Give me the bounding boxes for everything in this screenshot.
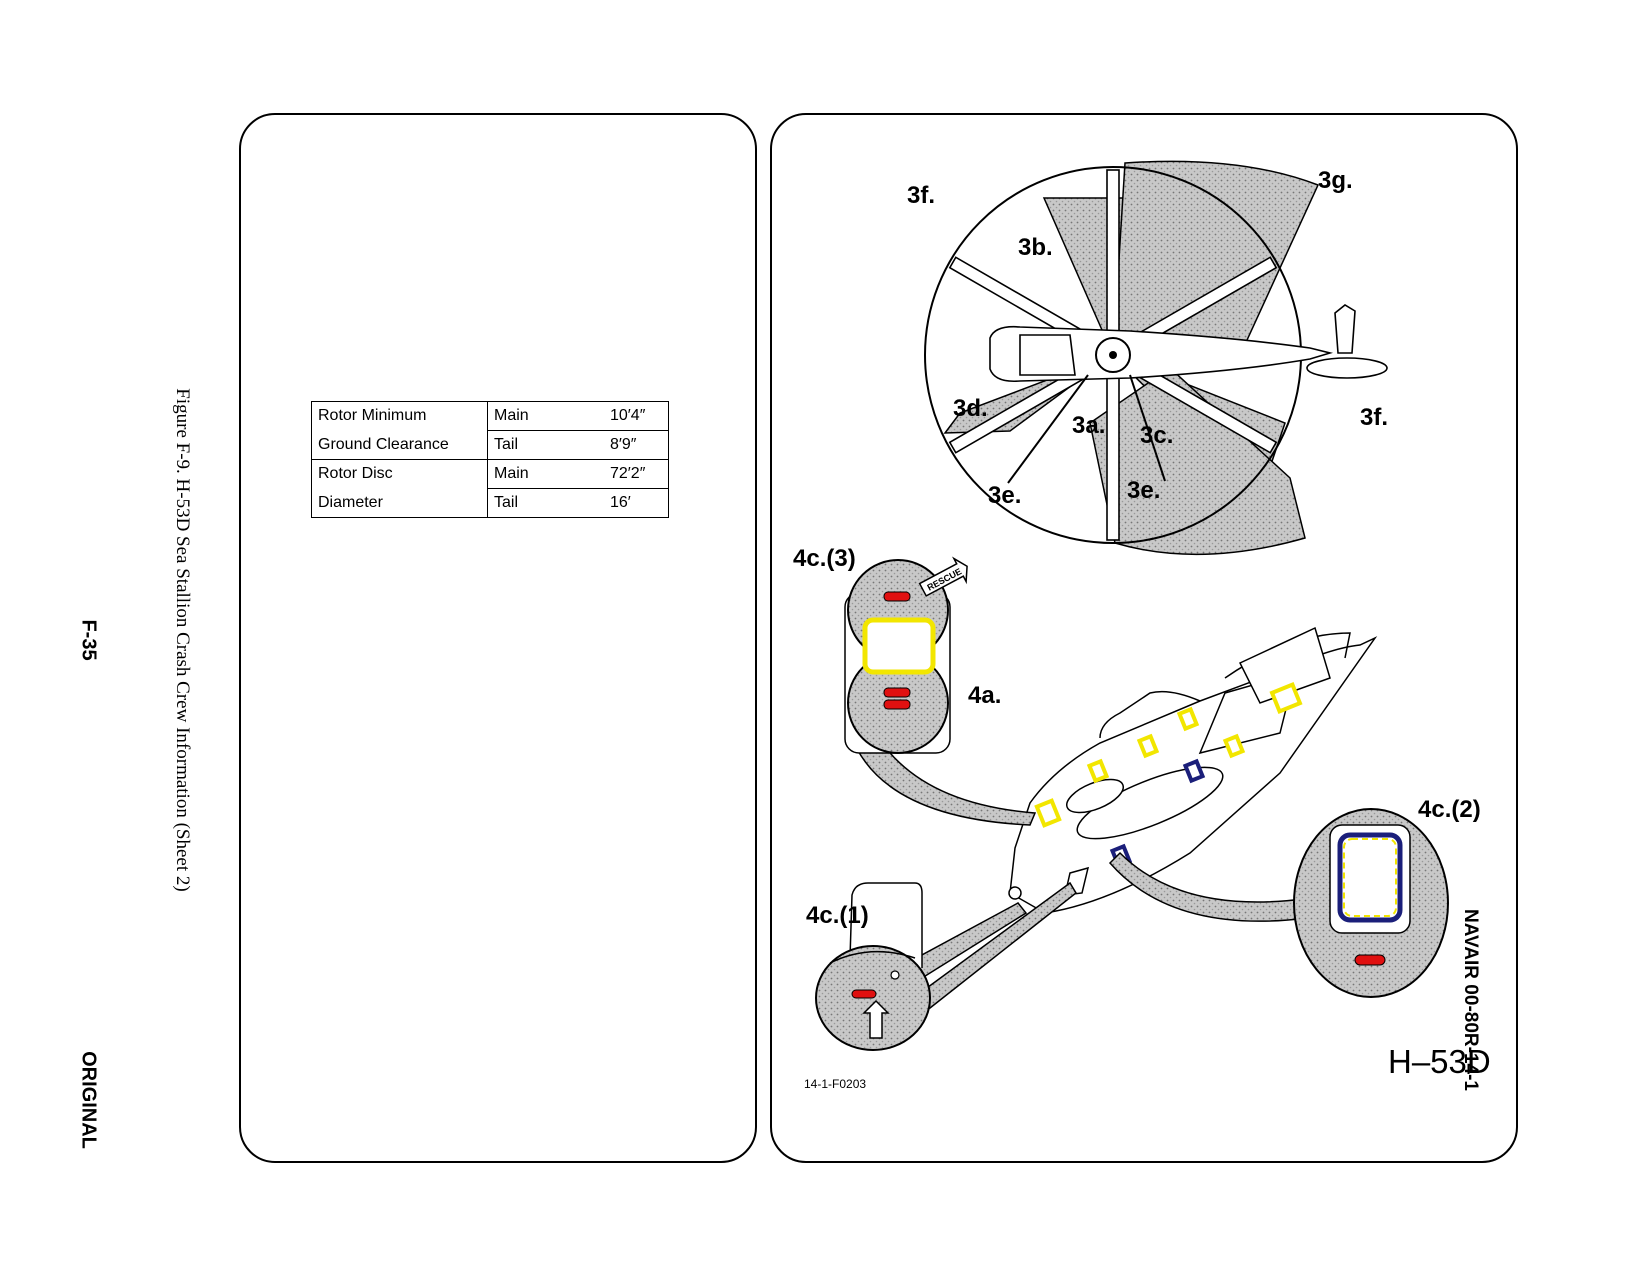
exit-window-blue [1337, 832, 1403, 923]
table-cell-rotor: Tail [487, 430, 604, 460]
label-3f: 3f. [1360, 404, 1388, 431]
rescue-arrow [862, 999, 890, 1039]
rotor-specs-table: Rotor Minimum Main 10′4″ Ground Clearanc… [311, 401, 669, 518]
table-cell-value: 72′2″ [604, 459, 669, 489]
left-panel [239, 113, 757, 1163]
exit-window-yellow [1176, 706, 1200, 732]
tail-fin [1334, 304, 1356, 354]
fuselage-top-view [989, 304, 1388, 383]
table-cell-label: Rotor Disc [311, 459, 488, 489]
table-row: Rotor Minimum Main 10′4″ [311, 401, 669, 431]
exit-window-yellow [1034, 798, 1062, 828]
exit-window-yellow [1222, 733, 1246, 759]
exit-window-yellow [862, 617, 936, 675]
danger-zone-3g [1112, 160, 1320, 356]
label-3d: 3d. [953, 395, 988, 422]
table-cell-label: Rotor Minimum [311, 401, 488, 431]
table-row: Ground Clearance Tail 8′9″ [311, 430, 669, 460]
table-cell-rotor: Tail [487, 488, 604, 518]
sponson [1076, 766, 1224, 840]
table-cell-value: 8′9″ [604, 430, 669, 460]
drawing-number: 14-1-F0203 [804, 1077, 866, 1091]
figure-caption: Figure F-9. H-53D Sea Stallion Crash Cre… [172, 388, 193, 892]
label-3c: 3c. [1140, 422, 1173, 449]
handle-red [851, 989, 877, 999]
table-row: Diameter Tail 16′ [311, 488, 669, 518]
ramp-panel [1238, 626, 1331, 704]
status-label: ORIGINAL [77, 1051, 100, 1149]
handle-red [883, 591, 911, 602]
model-designation: H–53D [1388, 1043, 1491, 1080]
handle-red [1354, 954, 1386, 966]
label-3e: 3e. [1127, 477, 1160, 504]
table-cell-rotor: Main [487, 401, 604, 431]
exit-window-blue [1182, 758, 1206, 784]
label-3g: 3g. [1318, 167, 1353, 194]
label-3a: 3a. [1072, 412, 1105, 439]
exit-window-yellow [1136, 733, 1160, 759]
label-4c3: 4c.(3) [793, 545, 856, 572]
callout-4c1 [815, 882, 931, 1051]
label-4c1: 4c.(1) [806, 902, 869, 929]
table-cell-label: Ground Clearance [311, 430, 488, 460]
right-panel [770, 113, 1518, 1163]
label-3f: 3f. [907, 182, 935, 209]
table-cell-value: 16′ [604, 488, 669, 518]
callout-4c2 [1293, 808, 1449, 998]
tail-rotor [1306, 357, 1388, 379]
table-cell-value: 10′4″ [604, 401, 669, 431]
rotor-hub-center [1109, 351, 1117, 359]
handle-red [883, 699, 911, 710]
exit-window-yellow [1269, 682, 1303, 714]
exit-window-yellow [1086, 758, 1110, 784]
diagram-labels: 3f. 3g. 3b. 3d. 3a. 3c. 3f. 3e. 3e. 4c.(… [793, 167, 1491, 1091]
table-cell-label: Diameter [311, 488, 488, 518]
handle-red [883, 687, 911, 698]
page-number: F-35 [77, 619, 100, 661]
nose-wheel [1008, 886, 1022, 900]
exhaust-lines [1007, 374, 1166, 484]
table-cell-rotor: Main [487, 459, 604, 489]
table-row: Rotor Disc Main 72′2″ [311, 459, 669, 489]
top-view-rotor-diagram [924, 160, 1388, 556]
label-3e: 3e. [988, 482, 1021, 509]
engine-nacelle [1066, 778, 1124, 814]
callout-4c3-4a: RESCUE [844, 556, 968, 754]
label-3b: 3b. [1018, 234, 1053, 261]
helicopter-diagram: RESCUE 3f. 3g. 3b. 3d. 3a. 3c. 3f. 3e. 3… [793, 160, 1491, 1091]
label-4a: 4a. [968, 682, 1001, 709]
label-4c2: 4c.(2) [1418, 796, 1481, 823]
